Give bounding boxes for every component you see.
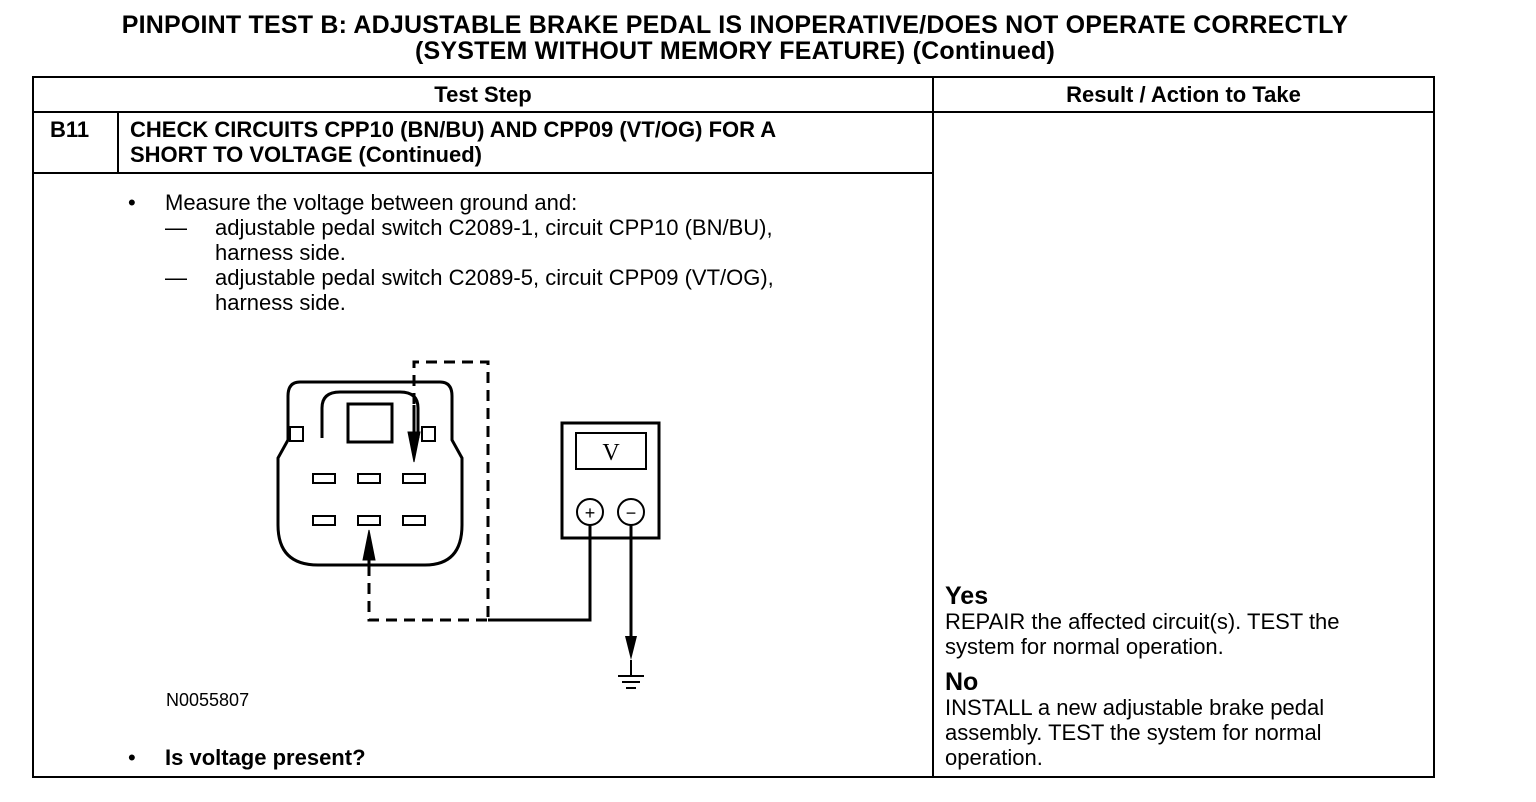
column-header-result: Result / Action to Take bbox=[1066, 82, 1301, 107]
probe-tip-icon bbox=[362, 405, 421, 572]
result-yes-line: REPAIR the affected circuit(s). TEST the bbox=[945, 609, 1340, 634]
measure-item-line: harness side. bbox=[215, 240, 346, 265]
step-title-line: CHECK CIRCUITS CPP10 (BN/BU) AND CPP09 (… bbox=[130, 117, 777, 142]
result-yes-label: Yes bbox=[945, 582, 989, 610]
measure-item-1: adjustable pedal switch C2089-1, circuit… bbox=[215, 215, 773, 265]
step-id: B11 bbox=[50, 117, 90, 142]
ground-arrow-icon bbox=[625, 636, 637, 660]
connector-icon bbox=[276, 380, 464, 567]
result-yes-line: system for normal operation. bbox=[945, 634, 1224, 659]
page-subtitle: (SYSTEM WITHOUT MEMORY FEATURE) (Continu… bbox=[414, 37, 1056, 65]
result-no-line: assembly. TEST the system for normal bbox=[945, 720, 1322, 745]
measure-item-line: adjustable pedal switch C2089-1, circuit… bbox=[215, 215, 773, 240]
multimeter-icon bbox=[560, 421, 661, 540]
ground-icon bbox=[618, 660, 644, 689]
figure-id: N0055807 bbox=[166, 690, 250, 710]
header-divider bbox=[32, 111, 1435, 113]
page-title: PINPOINT TEST B: ADJUSTABLE BRAKE PEDAL … bbox=[121, 11, 1349, 39]
result-no-line: operation. bbox=[945, 745, 1043, 770]
step-title-divider bbox=[32, 172, 934, 174]
probe-wires bbox=[367, 360, 490, 622]
bullet-icon: • bbox=[128, 190, 136, 215]
column-header-test-step: Test Step bbox=[434, 82, 532, 107]
meter-minus-label: − bbox=[626, 503, 637, 523]
question-text: Is voltage present? bbox=[165, 745, 366, 770]
test-table bbox=[32, 76, 1435, 778]
dash-icon: — bbox=[165, 265, 187, 290]
step-title-line: SHORT TO VOLTAGE (Continued) bbox=[130, 142, 482, 167]
meter-label: V bbox=[602, 440, 620, 466]
measure-item-line: harness side. bbox=[215, 290, 346, 315]
instruction-text: Measure the voltage between ground and: bbox=[165, 190, 578, 215]
result-no-line: INSTALL a new adjustable brake pedal bbox=[945, 695, 1325, 720]
meter-plus-label: + bbox=[585, 503, 596, 523]
result-no-action: INSTALL a new adjustable brake pedal ass… bbox=[945, 695, 1415, 770]
bullet-icon: • bbox=[128, 745, 136, 770]
meter-leads bbox=[488, 525, 633, 640]
result-no-label: No bbox=[945, 668, 979, 696]
measure-item-line: adjustable pedal switch C2089-5, circuit… bbox=[215, 265, 774, 290]
step-id-divider bbox=[117, 111, 119, 173]
dash-icon: — bbox=[165, 215, 187, 240]
result-yes-action: REPAIR the affected circuit(s). TEST the… bbox=[945, 609, 1415, 659]
measure-item-2: adjustable pedal switch C2089-5, circuit… bbox=[215, 265, 774, 315]
column-divider bbox=[932, 76, 934, 778]
step-title: CHECK CIRCUITS CPP10 (BN/BU) AND CPP09 (… bbox=[130, 117, 776, 167]
